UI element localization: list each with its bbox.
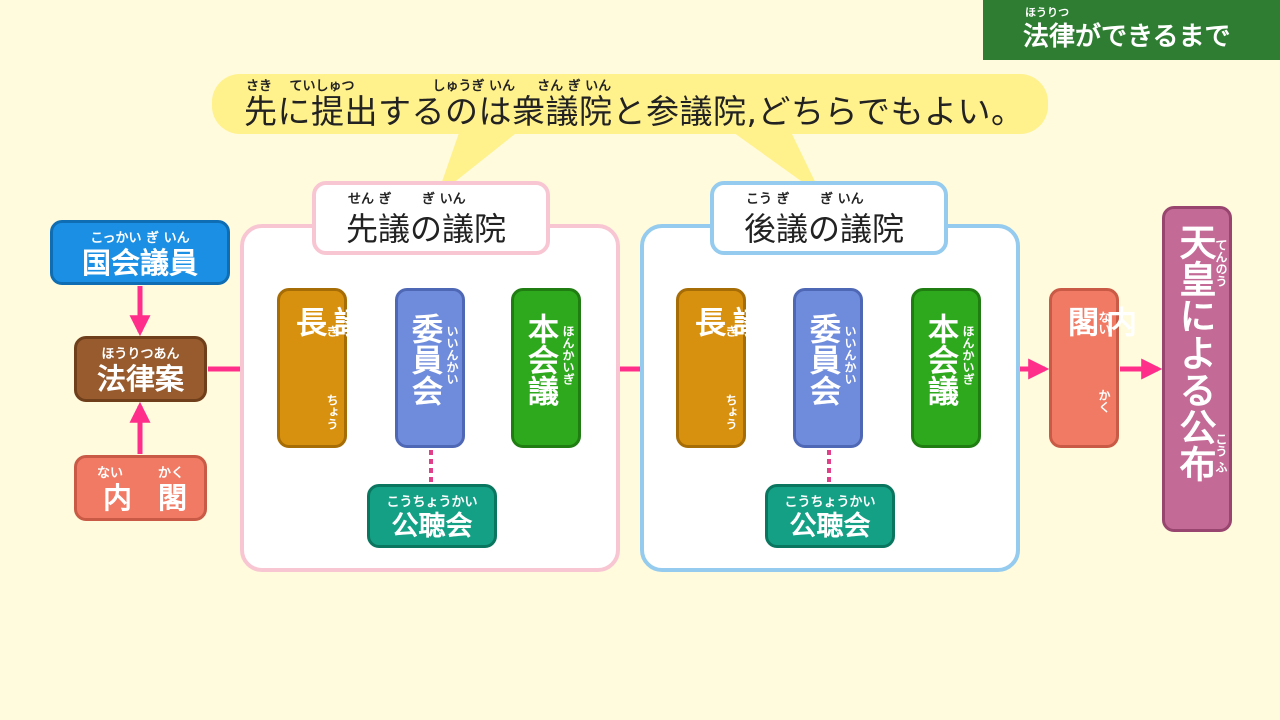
bubble-tail-left — [437, 130, 520, 196]
hearing-label: 公聴会 — [391, 511, 473, 542]
hearing-ruby: こうちょうかい — [784, 495, 876, 510]
cabinet-right-ruby-2: かく — [1097, 389, 1111, 413]
committee-ruby: いいんかい — [445, 325, 459, 385]
plenary-label: 本会議 — [922, 313, 958, 406]
cabinet-left-label: 内閣 — [103, 481, 214, 515]
diet-members-label: 国会議員 — [81, 246, 198, 280]
committee-box-second: 委員会 いいんかい — [793, 288, 863, 448]
title-tab: ほうりつ 法律ができるまで — [983, 0, 1280, 60]
speaker-ruby-1: ぎ — [724, 325, 738, 337]
page-title: 法律ができるまで — [1023, 22, 1231, 52]
bubble-text: 先に提出するのは衆議院と参議院,どちらでもよい。 — [244, 92, 1025, 131]
committee-box-first: 委員会 いいんかい — [395, 288, 465, 448]
committee-label: 委員会 — [406, 313, 442, 406]
speaker-ruby-1: ぎ — [325, 325, 339, 337]
speaker-box-second: 議長 ぎ ちょう — [676, 288, 763, 448]
bubble-tail-right — [730, 130, 822, 196]
speaker-ruby-2: ちょう — [325, 394, 339, 430]
cabinet-box-left: ない かく 内閣 — [74, 455, 207, 521]
plenary-box-second: 本会議 ほんかいぎ — [911, 288, 981, 448]
note-bubble: さき ていしゅつ しゅうぎ いん さん ぎ いん 先に提出するのは衆議院と参議院… — [212, 74, 1048, 134]
second-house-label: こう ぎ ぎ いん 後議の議院 — [710, 181, 948, 255]
cabinet-box-right: 内閣 ない かく — [1049, 288, 1136, 448]
hearing-ruby: こうちょうかい — [386, 495, 478, 510]
title-ruby: ほうりつ — [1025, 6, 1070, 19]
promulgation-ruby-2: こう ふ — [1214, 433, 1228, 474]
hearing-box-second: こうちょうかい 公聴会 — [765, 484, 895, 548]
bill-ruby: ほうりつあん — [101, 347, 180, 362]
diet-members-box: こっかい ぎ いん 国会議員 — [50, 220, 230, 285]
second-house-ruby: こう ぎ ぎ いん — [746, 192, 864, 207]
hearing-label: 公聴会 — [789, 511, 871, 542]
bill-box: ほうりつあん 法律案 — [74, 336, 207, 402]
bill-label: 法律案 — [96, 362, 184, 396]
bubble-ruby: さき ていしゅつ しゅうぎ いん さん ぎ いん — [246, 79, 612, 94]
first-house-text: 先議の議院 — [346, 210, 507, 248]
hearing-box-first: こうちょうかい 公聴会 — [367, 484, 497, 548]
cabinet-left-ruby: ない かく — [96, 466, 185, 481]
committee-label: 委員会 — [804, 313, 840, 406]
diet-members-ruby: こっかい ぎ いん — [90, 231, 190, 246]
speaker-label: 議長 — [689, 306, 763, 373]
cabinet-right-label: 内閣 — [1062, 306, 1136, 373]
first-house-ruby: せん ぎ ぎ いん — [348, 192, 466, 207]
promulgation-box: 天皇による公布 てんのう こう ふ — [1162, 206, 1232, 532]
speaker-ruby-2: ちょう — [724, 394, 738, 430]
speaker-label: 議長 — [290, 306, 364, 373]
first-house-label: せん ぎ ぎ いん 先議の議院 — [312, 181, 550, 255]
second-house-text: 後議の議院 — [744, 210, 905, 248]
plenary-ruby: ほんかいぎ — [561, 325, 575, 385]
promulgation-label: 天皇による公布 — [1173, 223, 1216, 482]
speaker-box-first: 議長 ぎ ちょう — [277, 288, 364, 448]
promulgation-ruby-1: てんのう — [1214, 239, 1228, 287]
committee-ruby: いいんかい — [843, 325, 857, 385]
plenary-label: 本会議 — [522, 313, 558, 406]
plenary-box-first: 本会議 ほんかいぎ — [511, 288, 581, 448]
cabinet-right-ruby-1: ない — [1097, 311, 1111, 335]
plenary-ruby: ほんかいぎ — [961, 325, 975, 385]
